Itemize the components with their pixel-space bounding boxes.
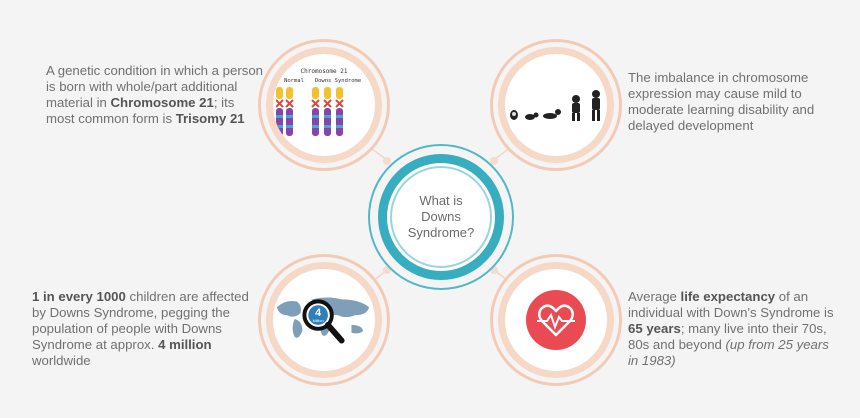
- heart-pulse-icon: [526, 290, 586, 350]
- chromosome-label-normal: Normal: [284, 78, 304, 84]
- map-badge-number: 4: [315, 307, 321, 319]
- text-population-stats: 1 in every 1000 children are affected by…: [32, 289, 249, 368]
- chromosome-icon: Chromosome 21 Normal Downs Syndrome: [276, 68, 361, 137]
- world-map-magnifier-icon: 4 Million: [276, 297, 370, 344]
- chromosome-label-downs: Downs Syndrome: [315, 78, 361, 84]
- text-genetic-condition: A genetic condition in which a person is…: [46, 63, 264, 126]
- text-chromosome-imbalance: The imbalance in chromosome expression m…: [628, 70, 815, 133]
- child-development-icon: [510, 90, 600, 121]
- center-title: What is Downs Syndrome?: [390, 166, 492, 268]
- circle-heart-inner: [498, 262, 614, 378]
- text-life-expectancy: Average life expectancy of an individual…: [628, 289, 834, 368]
- circle-chromosome-inner: Chromosome 21 Normal Downs Syndrome: [266, 47, 382, 163]
- chromosome-title: Chromosome 21: [301, 68, 348, 75]
- map-badge-unit: Million: [313, 318, 324, 323]
- circle-development-inner: [498, 47, 614, 163]
- circle-world-inner: 4 Million: [266, 262, 382, 378]
